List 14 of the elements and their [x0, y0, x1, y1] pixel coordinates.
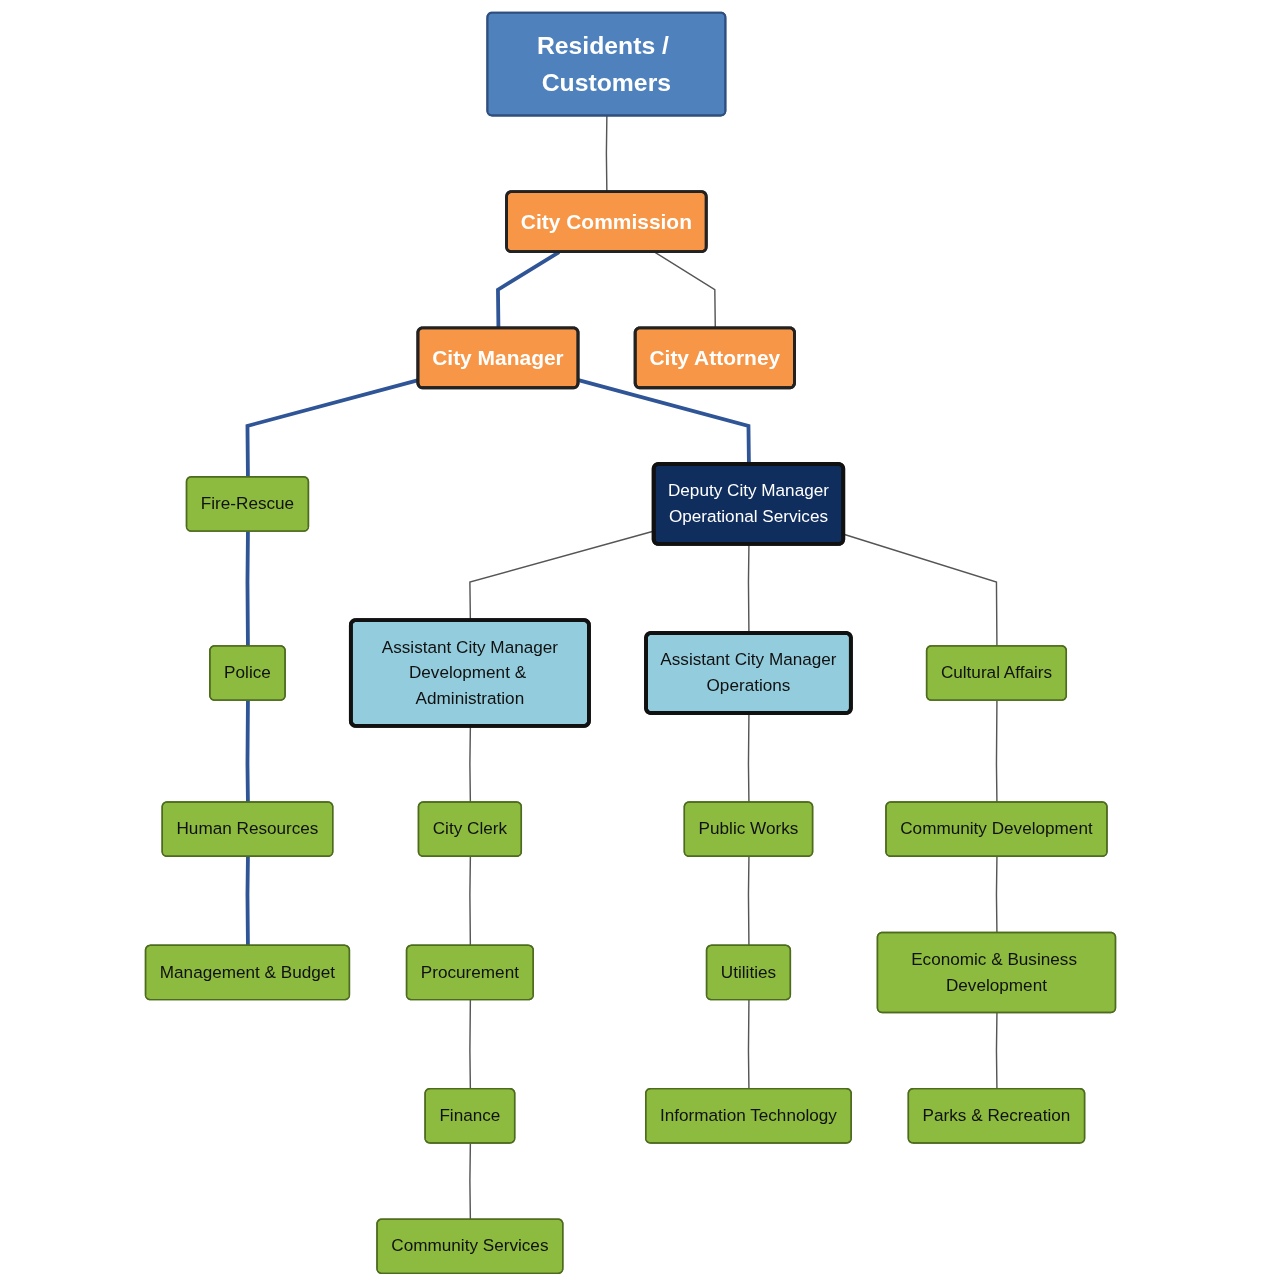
connector [995, 856, 998, 934]
connector [469, 1142, 472, 1221]
connector [245, 856, 250, 946]
connector [245, 700, 250, 803]
connector [469, 999, 472, 1090]
connector [747, 712, 750, 804]
connector [469, 725, 472, 804]
connector [245, 531, 250, 647]
connector [245, 378, 419, 478]
connector [995, 1012, 998, 1090]
connector [995, 699, 998, 804]
connector [469, 856, 472, 947]
connector [747, 856, 750, 947]
connector [747, 999, 750, 1090]
